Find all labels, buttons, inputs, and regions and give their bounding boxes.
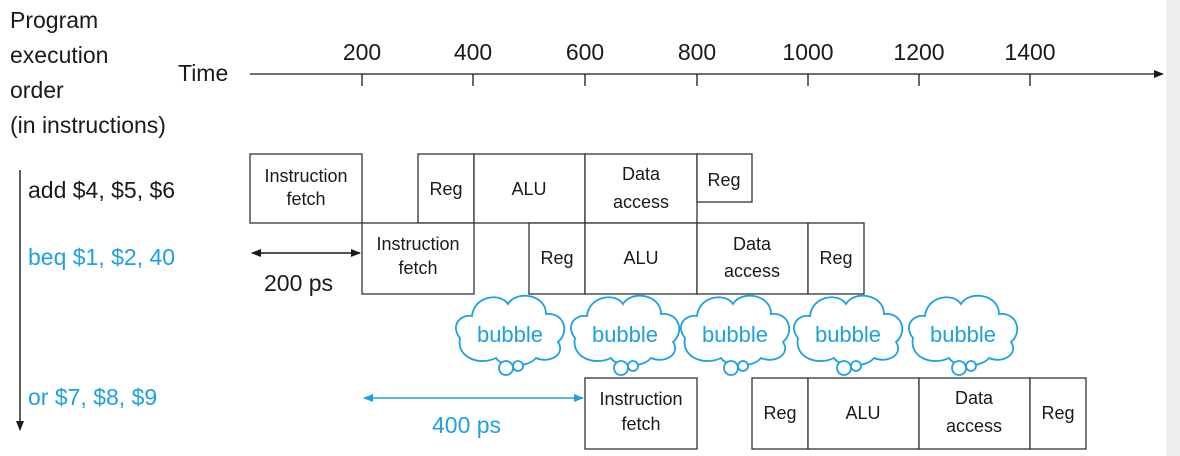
pipeline-row-add: Instruction fetch Reg ALU Data access Re… [249, 153, 753, 224]
bubble-cloud-shape [793, 294, 904, 367]
instruction-or-label: or $7, $8, $9 [28, 384, 157, 410]
stage-data-access [696, 222, 809, 295]
bubble-puff [951, 360, 967, 376]
stage-label: ALU [511, 179, 546, 199]
bubble-cloud: bubble [455, 294, 566, 376]
order-label-line-3: order [10, 77, 64, 103]
stage-label: ALU [845, 403, 880, 423]
bubble-cloud-shape [570, 294, 681, 367]
bubble-label: bubble [592, 322, 658, 347]
stage-reg-write [807, 222, 865, 295]
bubble-cloud: bubble [793, 294, 904, 376]
delay-400-label: 400 ps [432, 412, 501, 438]
bubble-label: bubble [477, 322, 543, 347]
bubble-cloud-shape [680, 294, 791, 367]
stage-instruction-fetch [584, 377, 698, 450]
bubble-cloud-shape [455, 294, 566, 367]
bubble-puff [850, 360, 862, 372]
instruction-beq-label: beq $1, $2, 40 [28, 244, 175, 270]
bubble-puff [836, 360, 852, 376]
stage-label: fetch [286, 189, 325, 209]
stage-label: Data [622, 164, 661, 184]
order-label: Program execution order (in instructions… [10, 7, 166, 138]
stage-reg-write [1029, 377, 1087, 450]
bubble-cloud: bubble [908, 294, 1019, 376]
bubble-row: bubble bubble bubble bubble bubble [455, 294, 1019, 376]
stage-label: Reg [707, 170, 740, 190]
stage-instruction-fetch [249, 153, 363, 224]
right-edge-strip [1166, 0, 1180, 456]
stage-reg-read [528, 222, 586, 295]
bubble-puff [723, 360, 739, 376]
stage-label: fetch [398, 258, 437, 278]
bubble-puff [737, 360, 749, 372]
stage-alu [584, 222, 698, 295]
stage-label: access [724, 261, 780, 281]
delay-200-label: 200 ps [264, 270, 333, 296]
bubble-puff [613, 360, 629, 376]
stage-instruction-fetch [361, 222, 475, 295]
stage-alu [807, 377, 920, 450]
stage-label: fetch [621, 414, 660, 434]
order-label-line-1: Program [10, 7, 98, 33]
tick-label: 400 [454, 39, 492, 65]
stage-label: Reg [819, 248, 852, 268]
stage-label: Instruction [264, 166, 347, 186]
stage-label: Reg [429, 179, 462, 199]
bubble-cloud-shape [908, 294, 1019, 367]
tick-label: 1200 [893, 39, 944, 65]
stage-label: Reg [763, 403, 796, 423]
tick-label: 800 [678, 39, 716, 65]
stage-label: access [946, 416, 1002, 436]
bubble-label: bubble [815, 322, 881, 347]
pipeline-row-or: Instruction fetch Reg ALU Data access Re… [584, 377, 1087, 450]
bubble-cloud: bubble [570, 294, 681, 376]
stage-reg-write [696, 153, 753, 203]
stage-label: Reg [540, 248, 573, 268]
tick-label: 1400 [1004, 39, 1055, 65]
order-label-line-4: (in instructions) [10, 112, 166, 138]
pipeline-row-beq: Instruction fetch Reg ALU Data access Re… [361, 222, 865, 295]
stage-label: Data [733, 234, 772, 254]
bubble-puff [512, 360, 524, 372]
tick-label: 200 [343, 39, 381, 65]
tick-label: 600 [566, 39, 604, 65]
order-label-line-2: execution [10, 42, 108, 68]
bubble-cloud: bubble [680, 294, 791, 376]
stage-label: Reg [1041, 403, 1074, 423]
bubble-puff [627, 360, 639, 372]
instruction-add-label: add $4, $5, $6 [28, 177, 175, 203]
stage-label: Instruction [376, 234, 459, 254]
tick-label: 1000 [782, 39, 833, 65]
stage-label: ALU [623, 248, 658, 268]
bubble-label: bubble [930, 322, 996, 347]
stage-label: access [613, 192, 669, 212]
stage-label: Instruction [599, 389, 682, 409]
bubble-puff [965, 360, 977, 372]
stage-label: Data [955, 388, 994, 408]
time-ticks: 200 400 600 800 1000 1200 1400 [343, 39, 1056, 86]
bubble-label: bubble [702, 322, 768, 347]
bubble-puff [498, 360, 514, 376]
time-label: Time [178, 60, 228, 86]
stage-reg-read [751, 377, 809, 450]
